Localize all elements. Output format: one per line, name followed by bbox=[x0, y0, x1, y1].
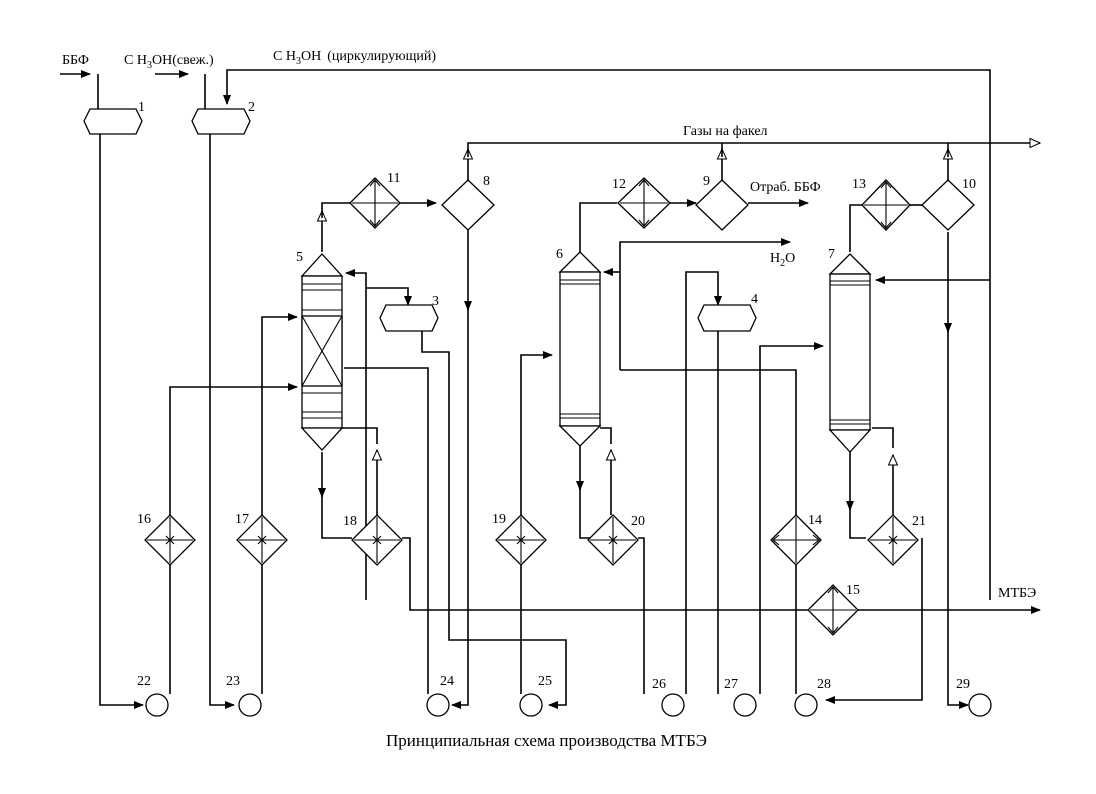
heat-exchanger-19 bbox=[495, 514, 547, 566]
equipment-number: 26 bbox=[652, 677, 666, 692]
condenser-12 bbox=[617, 177, 671, 229]
pump-27 bbox=[733, 693, 757, 717]
equipment-number: 28 bbox=[817, 677, 831, 692]
vessel-3 bbox=[379, 304, 439, 332]
label-spent-bbf: Отраб. ББФ bbox=[750, 180, 821, 195]
condenser-13 bbox=[861, 179, 911, 231]
piping bbox=[60, 69, 1041, 709]
heat-exchanger-18 bbox=[351, 514, 403, 566]
separator-8 bbox=[441, 179, 495, 231]
equipment-number: 10 bbox=[962, 177, 976, 192]
separator-10 bbox=[921, 179, 975, 231]
equipment-number: 27 bbox=[724, 677, 738, 692]
equipment-number: 5 bbox=[296, 250, 303, 265]
column-7 bbox=[828, 253, 872, 453]
heat-exchanger-16 bbox=[144, 514, 196, 566]
heater-1 bbox=[83, 108, 143, 135]
equipment-number: 12 bbox=[612, 177, 626, 192]
heat-exchanger-14 bbox=[770, 514, 822, 566]
column-6 bbox=[558, 251, 602, 447]
pump-24 bbox=[426, 693, 450, 717]
equipment-number: 20 bbox=[631, 514, 645, 529]
pump-25 bbox=[519, 693, 543, 717]
equipment-number: 24 bbox=[440, 674, 454, 689]
equipment-number: 25 bbox=[538, 674, 552, 689]
equipment-number: 16 bbox=[137, 512, 151, 527]
pump-28 bbox=[794, 693, 818, 717]
equipment-number: 17 bbox=[235, 512, 249, 527]
label-water: Н2О bbox=[770, 251, 795, 269]
reactor-5 bbox=[300, 253, 344, 451]
heat-exchanger-20 bbox=[587, 514, 639, 566]
diagram-caption: Принципиальная схема производства МТБЭ bbox=[386, 731, 707, 750]
equipment-numbers: 1 2 3 4 5 6 7 8 9 10 11 12 13 14 15 16 1… bbox=[137, 100, 976, 692]
pump-23 bbox=[238, 693, 262, 717]
equipment-number: 19 bbox=[492, 512, 506, 527]
equipment-number: 8 bbox=[483, 174, 490, 189]
label-mtbe: МТБЭ bbox=[998, 586, 1036, 601]
label-methanol-fresh: С Н3ОН(свеж.) bbox=[124, 53, 214, 71]
equipment-number: 23 bbox=[226, 674, 240, 689]
equipment-number: 18 bbox=[343, 514, 357, 529]
pump-22 bbox=[145, 693, 169, 717]
equipment-number: 1 bbox=[138, 100, 145, 115]
equipment-number: 29 bbox=[956, 677, 970, 692]
separator-9 bbox=[695, 179, 749, 231]
equipment-number: 4 bbox=[751, 292, 758, 307]
pump-29 bbox=[968, 693, 992, 717]
equipment-number: 6 bbox=[556, 247, 563, 262]
equipment-number: 15 bbox=[846, 583, 860, 598]
equipment-number: 7 bbox=[828, 247, 835, 262]
heat-exchanger-15 bbox=[807, 584, 859, 636]
heat-exchanger-17 bbox=[236, 514, 288, 566]
equipment-number: 3 bbox=[432, 294, 439, 309]
pump-26 bbox=[661, 693, 685, 717]
equipment-number: 22 bbox=[137, 674, 151, 689]
heater-2 bbox=[191, 108, 251, 135]
vessel-4 bbox=[697, 304, 757, 332]
equipment-number: 9 bbox=[703, 174, 710, 189]
label-flare-gases: Газы на факел bbox=[683, 124, 768, 139]
heat-exchanger-21 bbox=[867, 514, 919, 566]
label-bbf: ББФ bbox=[62, 53, 89, 68]
equipment-number: 21 bbox=[912, 514, 926, 529]
label-methanol-circulating: С Н3ОН(циркулирующий) bbox=[273, 49, 436, 67]
equipment-number: 11 bbox=[387, 171, 400, 186]
equipment-number: 14 bbox=[808, 513, 822, 528]
equipment-number: 2 bbox=[248, 100, 255, 115]
equipment-number: 13 bbox=[852, 177, 866, 192]
condenser-11 bbox=[349, 177, 401, 229]
